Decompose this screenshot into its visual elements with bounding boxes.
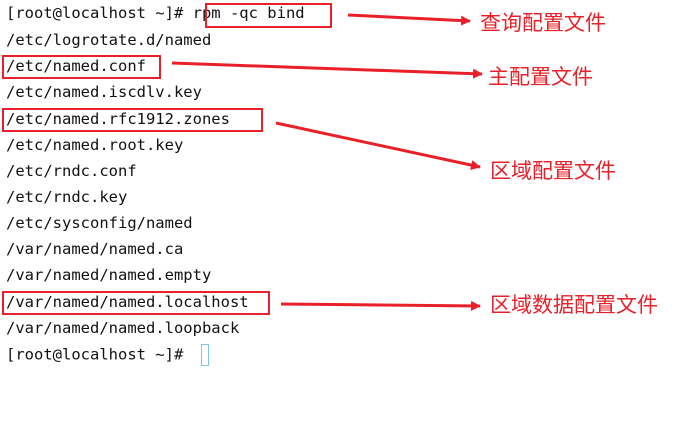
output-line: /etc/rndc.conf <box>6 162 137 180</box>
highlight-box-named-conf <box>2 55 161 79</box>
text-cursor <box>200 344 209 366</box>
shell-command: rpm -qc bind <box>192 4 305 22</box>
output-line: /etc/named.root.key <box>6 136 184 154</box>
arrow-to-localhost <box>280 300 481 311</box>
annotation-zone-data-config: 区域数据配置文件 <box>490 293 658 317</box>
output-line: /var/named/named.empty <box>6 266 212 284</box>
arrow-to-named-conf <box>171 61 483 79</box>
output-line: /var/named/named.loopback <box>6 319 240 337</box>
annotation-query-config: 查询配置文件 <box>480 11 606 35</box>
output-line: /etc/rndc.key <box>6 188 128 206</box>
highlight-box-command <box>205 3 332 28</box>
output-line: /etc/logrotate.d/named <box>6 31 212 49</box>
annotation-zone-config: 区域配置文件 <box>490 159 616 183</box>
output-line-named-conf: /etc/named.conf <box>6 57 146 75</box>
terminal-line-prompt[interactable]: [root@localhost ~]# <box>6 344 209 366</box>
highlight-box-zones <box>2 108 263 132</box>
output-line: /var/named/named.ca <box>6 240 184 258</box>
arrow-to-command <box>347 13 471 26</box>
output-line: /etc/sysconfig/named <box>6 214 193 232</box>
output-line-zones: /etc/named.rfc1912.zones <box>6 110 230 128</box>
output-line-localhost: /var/named/named.localhost <box>6 293 249 311</box>
shell-prompt: [root@localhost ~]# <box>6 4 193 22</box>
annotation-main-config: 主配置文件 <box>488 65 593 89</box>
output-line: /etc/named.iscdlv.key <box>6 83 202 101</box>
arrow-to-zones <box>275 121 481 170</box>
shell-prompt: [root@localhost ~]# <box>6 345 193 364</box>
highlight-box-localhost <box>2 291 270 315</box>
terminal-line-command: [root@localhost ~]# rpm -qc bind <box>6 3 305 23</box>
